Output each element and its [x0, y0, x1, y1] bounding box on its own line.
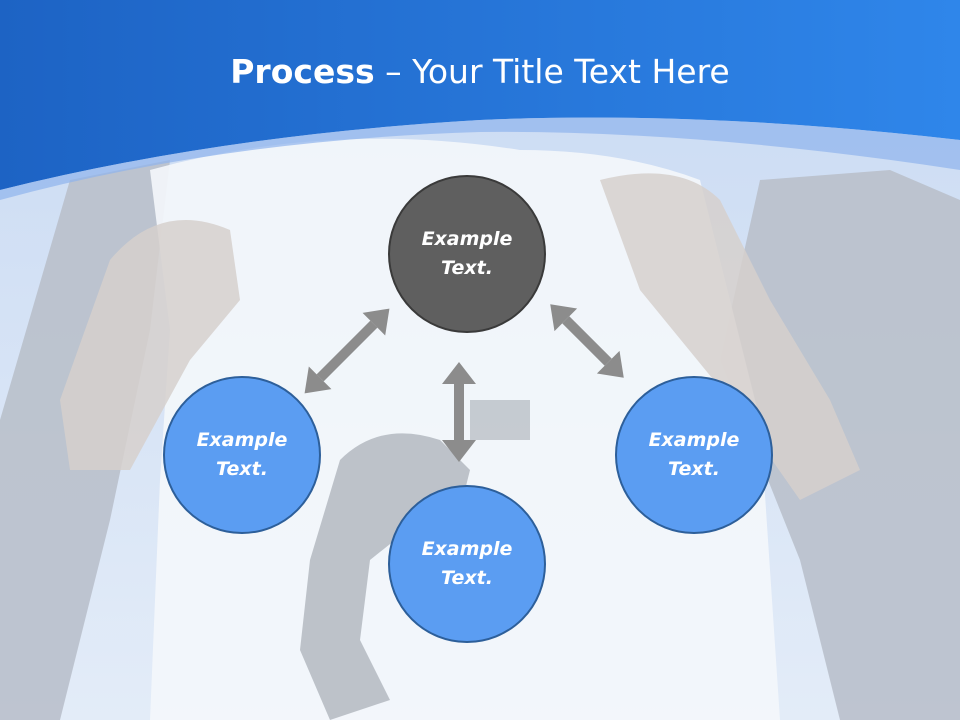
arrow-right-double	[550, 304, 624, 378]
title-bold: Process	[230, 52, 375, 91]
node-right-label: Example Text.	[648, 429, 740, 480]
node-top[interactable]: Example Text.	[388, 175, 546, 333]
node-bottom-label: Example Text.	[421, 538, 513, 589]
arrow-left-double	[304, 308, 390, 394]
node-left[interactable]: Example Text.	[163, 376, 321, 534]
slide-title: Process – Your Title Text Here	[0, 52, 960, 91]
node-right[interactable]: Example Text.	[615, 376, 773, 534]
node-left-label: Example Text.	[196, 429, 288, 480]
title-rest: – Your Title Text Here	[374, 52, 730, 91]
arrow-vertical-double	[442, 362, 476, 462]
node-bottom[interactable]: Example Text.	[388, 485, 546, 643]
node-top-label: Example Text.	[421, 228, 513, 279]
